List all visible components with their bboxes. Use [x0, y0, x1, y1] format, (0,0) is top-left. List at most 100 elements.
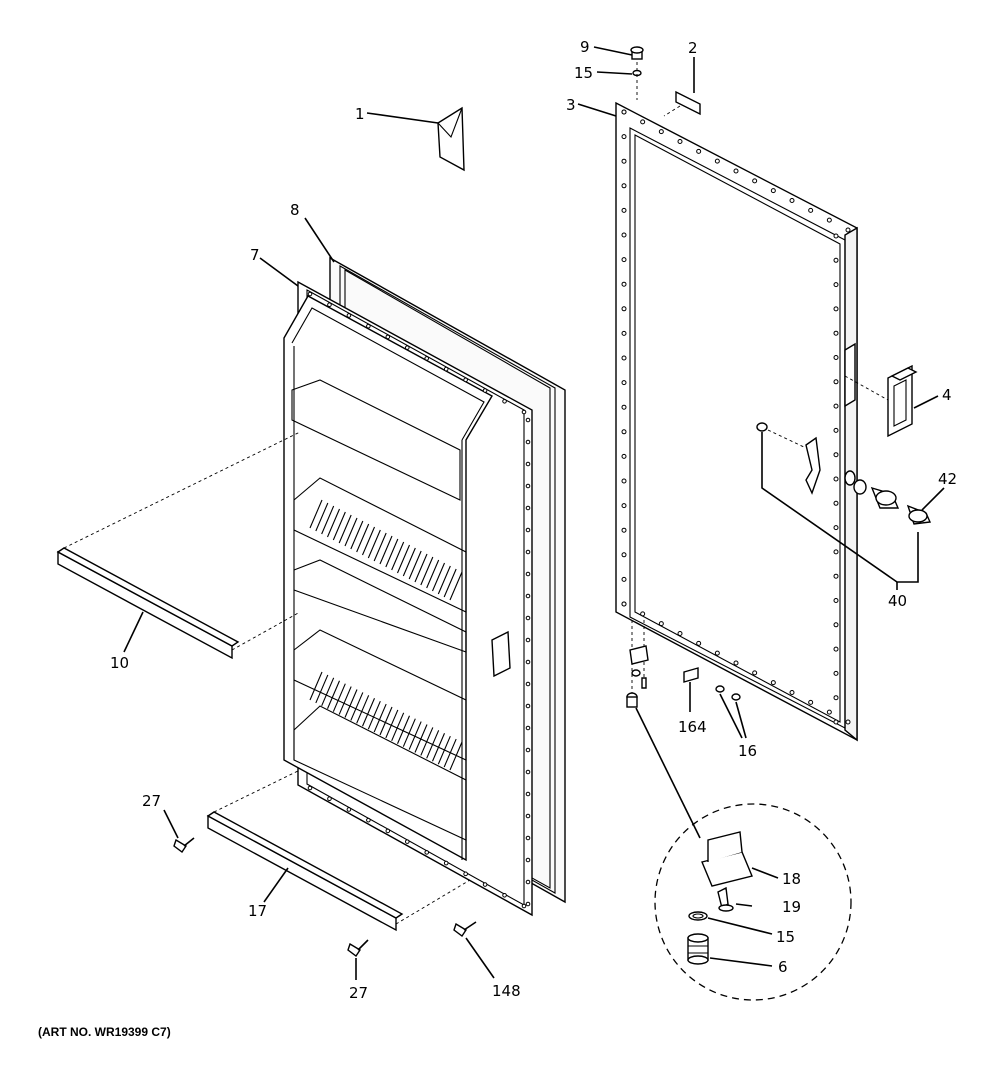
shelf-rib	[321, 677, 335, 707]
screw-hole	[525, 681, 531, 687]
screw-hole	[424, 356, 430, 361]
screw-hole	[525, 461, 531, 467]
shelf-rib	[326, 680, 341, 709]
screw-hole	[789, 690, 795, 695]
part-148-fastener	[453, 921, 477, 938]
callout-3: 3	[566, 96, 576, 114]
callout-16: 16	[738, 742, 757, 760]
screw-hole	[833, 525, 839, 531]
shelf-rib	[367, 529, 381, 559]
screw-hole	[770, 680, 776, 686]
screw-hole	[621, 281, 627, 287]
screw-hole	[307, 785, 313, 791]
shelf-rib	[431, 562, 446, 592]
screw-hole	[621, 453, 627, 459]
part-9-screw-top	[630, 46, 644, 60]
shelf-rib	[396, 715, 411, 744]
shelf-rib	[338, 686, 352, 715]
shelf-rib	[414, 553, 428, 583]
shelf-rib	[437, 735, 451, 765]
shelf-rib	[332, 511, 346, 541]
shelf-rib	[356, 695, 370, 724]
screw-hole	[385, 334, 391, 340]
shelf-rib	[315, 674, 329, 704]
screw-hole	[621, 257, 627, 263]
screw-hole	[463, 871, 468, 877]
callout-40: 40	[888, 592, 907, 610]
screw-hole	[752, 670, 758, 676]
screw-hole	[525, 571, 531, 577]
screw-hole	[621, 552, 627, 558]
screw-hole	[525, 791, 531, 797]
screw-hole	[404, 345, 410, 350]
part-27-fastener-upper	[173, 837, 195, 854]
screw-hole	[826, 709, 832, 715]
callout-164: 164	[678, 718, 707, 736]
screw-hole	[525, 857, 531, 863]
shelf-rib	[361, 698, 376, 727]
screw-hole	[482, 388, 488, 393]
screw-hole	[621, 527, 627, 533]
part-27-fastener-lower	[347, 939, 369, 958]
screw-hole	[752, 178, 758, 184]
callout-17: 17	[248, 902, 267, 920]
screw-hole	[525, 747, 531, 753]
screw-hole	[833, 306, 839, 312]
screw-hole	[443, 860, 449, 866]
screw-hole	[525, 813, 531, 819]
screw-hole	[845, 227, 851, 233]
screw-hole	[733, 168, 739, 174]
screw-hole	[621, 429, 627, 435]
part-3-outer-door	[615, 101, 858, 742]
screw-hole	[696, 148, 702, 154]
screw-hole	[845, 719, 851, 725]
shelf-rib	[449, 571, 463, 601]
screw-hole	[525, 549, 531, 555]
callout-7: 7	[250, 246, 260, 264]
callout-27-upper: 27	[142, 792, 161, 810]
screw-hole	[502, 398, 507, 404]
screw-hole	[525, 417, 531, 423]
part-1-envelope	[437, 106, 465, 172]
screw-hole	[833, 476, 839, 482]
screw-hole	[808, 699, 814, 705]
screw-hole	[525, 615, 531, 621]
shelf-rib	[385, 538, 399, 568]
screw-hole	[833, 719, 839, 725]
screw-hole	[696, 640, 702, 646]
screw-hole	[621, 503, 627, 509]
screw-hole	[833, 500, 839, 506]
screw-hole	[621, 576, 627, 582]
shelf-rib	[431, 733, 446, 762]
screw-hole	[521, 409, 527, 415]
screw-hole	[346, 807, 352, 812]
callout-4: 4	[942, 386, 952, 404]
callout-15-top: 15	[574, 64, 593, 82]
part-7-inner-liner	[283, 280, 533, 917]
screw-hole	[677, 139, 683, 144]
screw-hole	[833, 573, 839, 579]
shelf-rib	[402, 718, 416, 747]
screw-hole	[525, 659, 531, 665]
screw-hole	[385, 828, 391, 834]
screw-hole	[525, 637, 531, 643]
screw-hole	[502, 892, 507, 898]
shelf-rib	[356, 523, 370, 553]
screw-hole	[621, 601, 627, 607]
screw-hole	[482, 882, 488, 887]
screw-hole	[833, 452, 839, 458]
shelf-rib	[373, 703, 387, 733]
callout-27-lower: 27	[349, 984, 368, 1002]
screw-hole	[327, 796, 332, 802]
screw-hole	[714, 650, 720, 656]
shelf-rib	[344, 517, 358, 547]
screw-hole	[833, 355, 839, 360]
callout-10: 10	[110, 654, 129, 672]
screw-hole	[463, 377, 468, 383]
screw-hole	[525, 901, 531, 907]
shelf-rib	[332, 683, 346, 712]
screw-hole	[833, 549, 839, 555]
callout-18: 18	[782, 870, 801, 888]
shelf-rib	[326, 508, 341, 538]
